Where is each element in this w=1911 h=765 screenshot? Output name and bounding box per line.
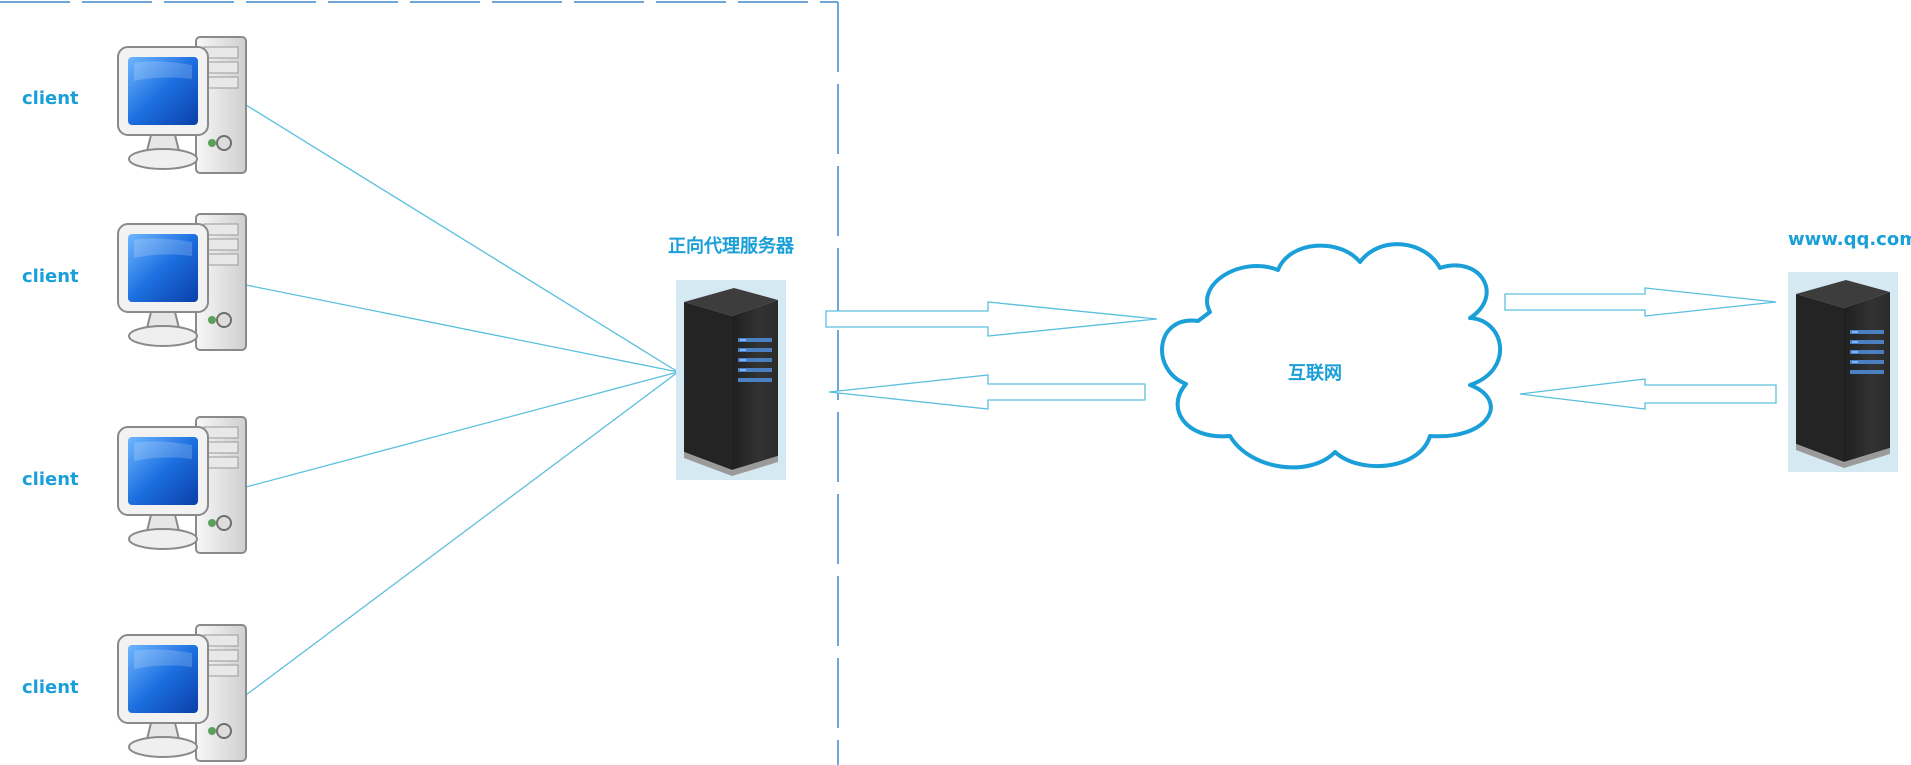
client-label: client xyxy=(22,677,79,698)
client-computer-icon xyxy=(117,416,247,554)
connection-line xyxy=(245,371,679,488)
client-computer-icon xyxy=(117,36,247,174)
client-label: client xyxy=(22,266,79,287)
client-label: client xyxy=(22,469,79,490)
client-computer-icon xyxy=(117,213,247,351)
proxy-internet-arrows xyxy=(825,301,1158,410)
client-label: client xyxy=(22,88,79,109)
connection-line xyxy=(245,371,679,696)
response-arrow-left xyxy=(828,374,1146,410)
request-arrow-right xyxy=(825,301,1158,337)
connection-line xyxy=(245,104,679,373)
target-server-icon xyxy=(1788,272,1898,472)
internet-label: 互联网 xyxy=(1288,363,1342,384)
response-arrow-left xyxy=(1519,378,1777,410)
request-arrow-right xyxy=(1504,287,1777,317)
client-connections xyxy=(245,104,679,696)
proxy-server-label: 正向代理服务器 xyxy=(668,235,795,257)
internet-cloud-icon xyxy=(1160,242,1502,470)
client-computer-icon xyxy=(117,624,247,762)
target-server-label: www.qq.com xyxy=(1788,229,1911,250)
connection-line xyxy=(245,284,679,373)
internet-target-arrows xyxy=(1504,287,1777,410)
proxy-server-icon xyxy=(676,280,786,480)
